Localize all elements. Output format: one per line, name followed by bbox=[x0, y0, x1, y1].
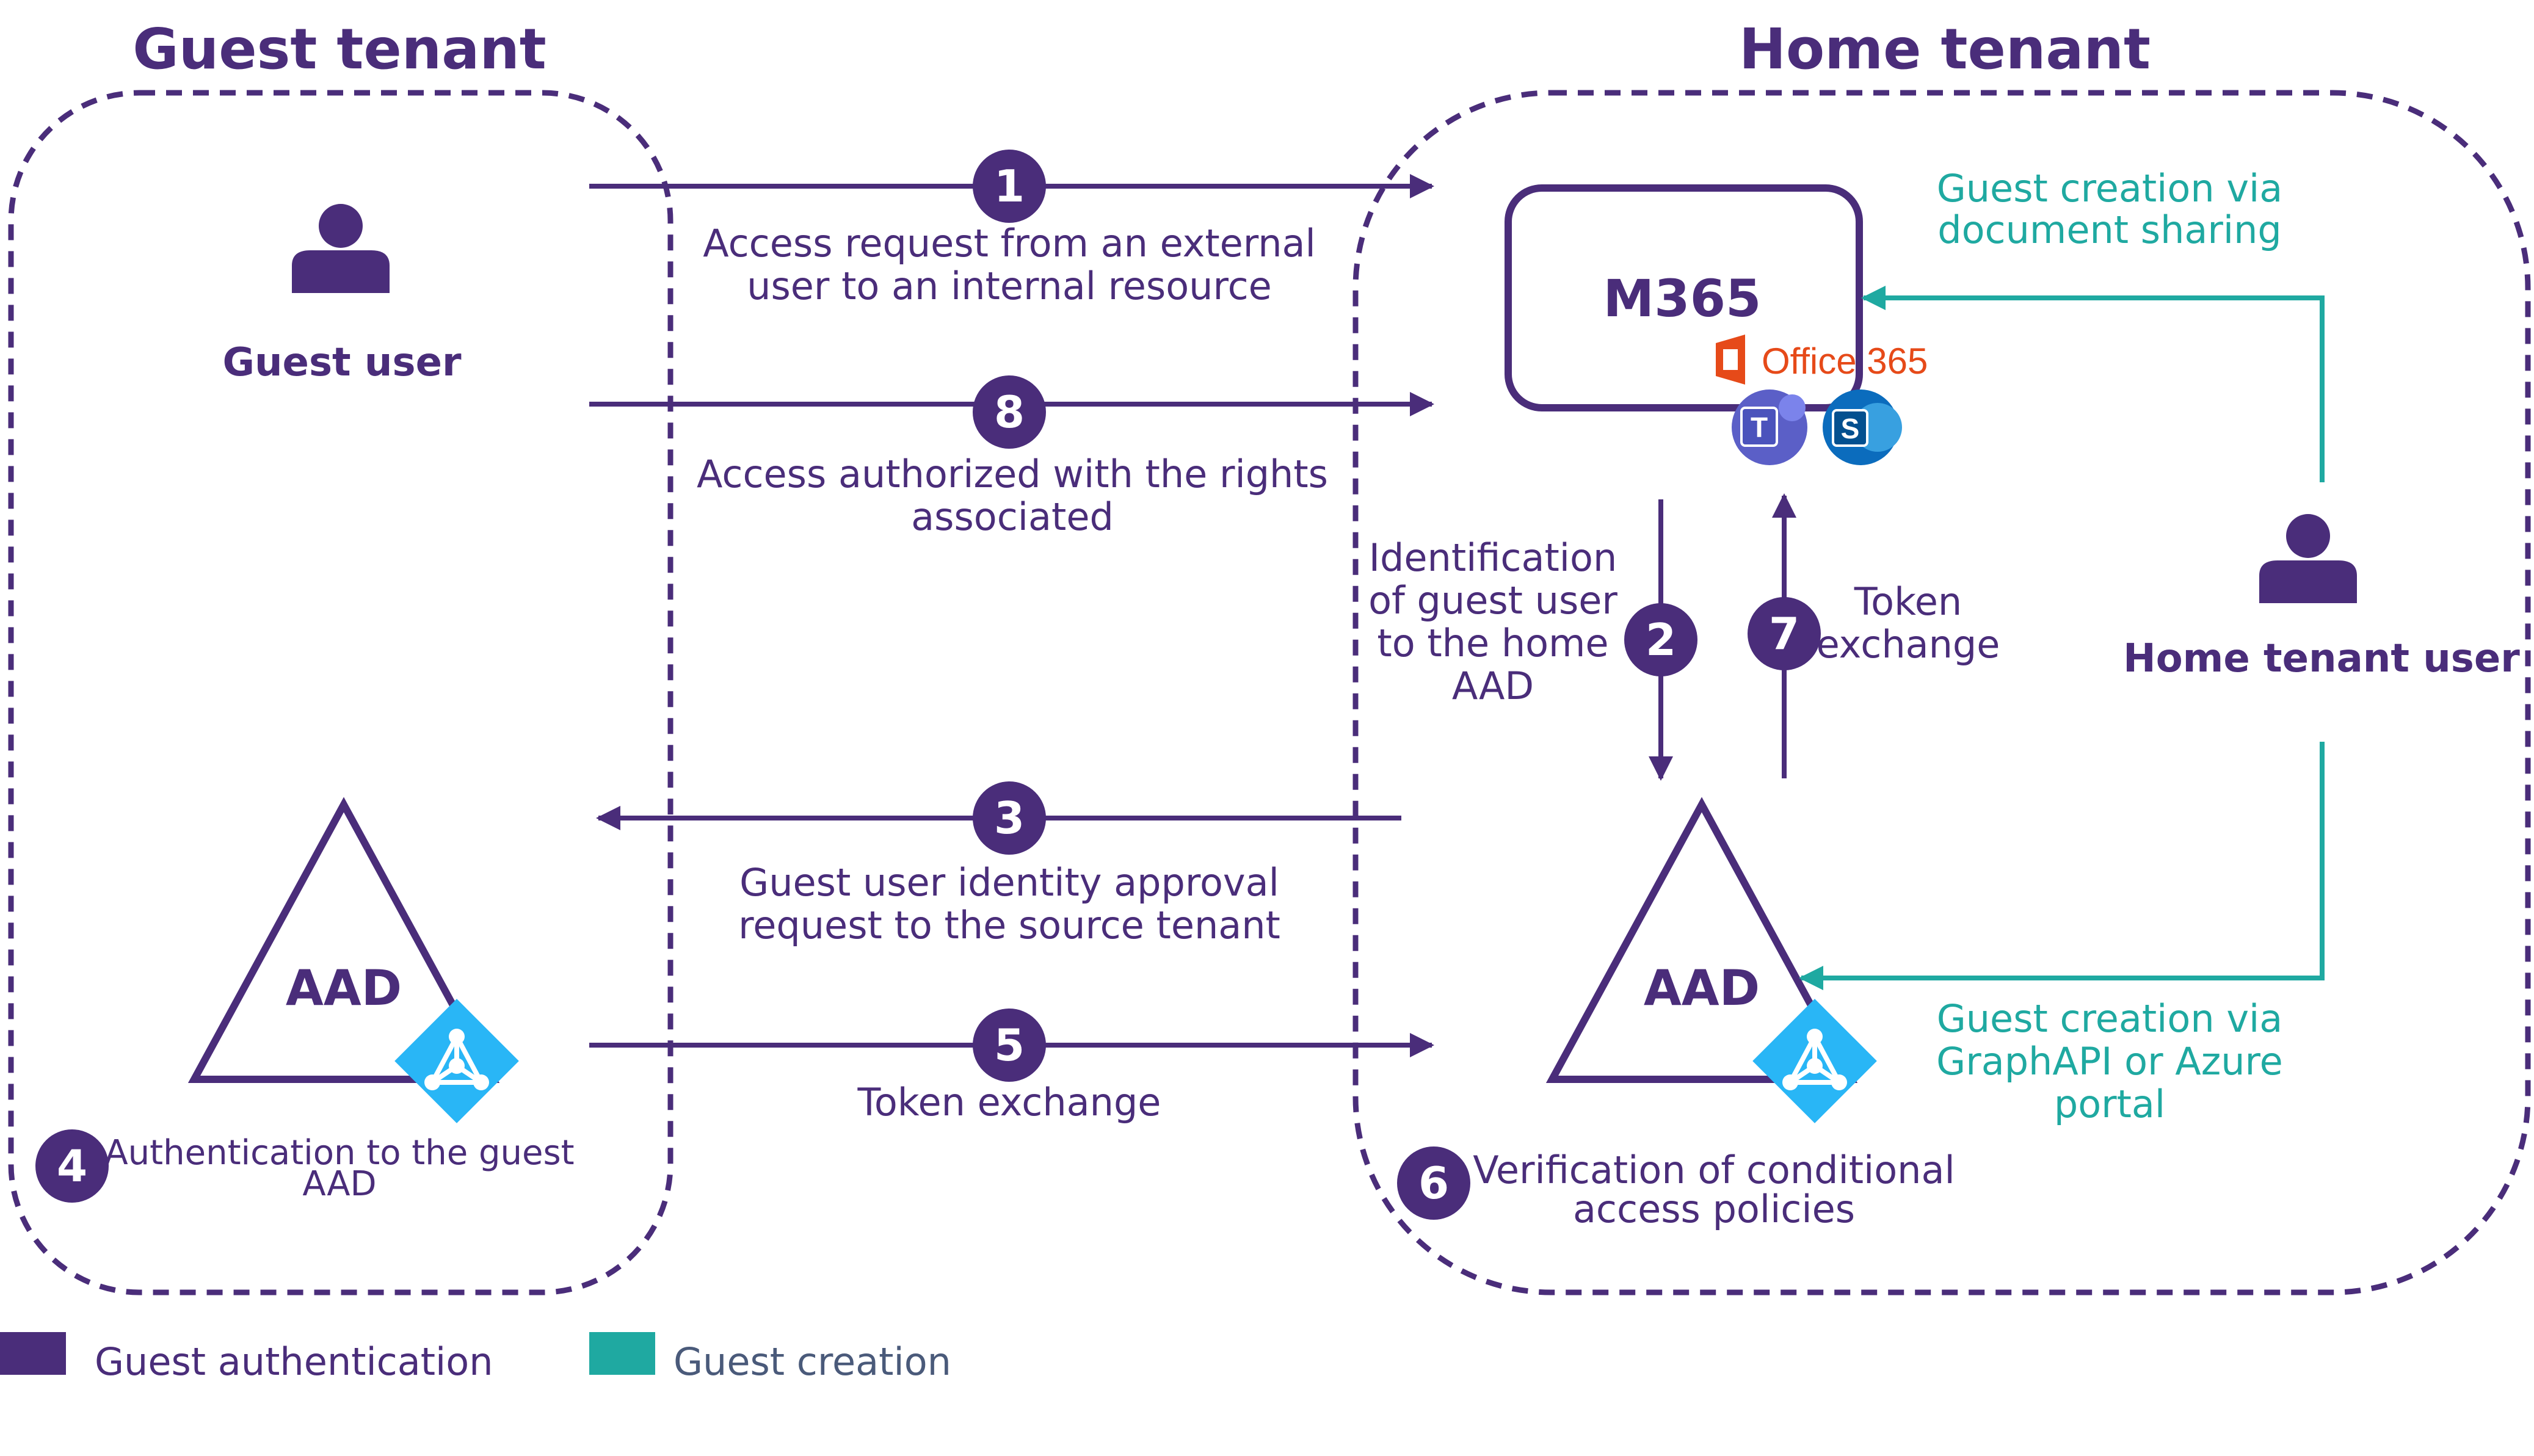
m365-box bbox=[1505, 184, 1863, 411]
svg-text:AAD: AAD bbox=[1452, 664, 1534, 708]
svg-text:Identification: Identification bbox=[1369, 535, 1617, 580]
svg-text:request to the source tenant: request to the source tenant bbox=[738, 903, 1280, 947]
svg-text:1: 1 bbox=[994, 161, 1025, 212]
step-1-description: Access request from an external user to … bbox=[703, 221, 1315, 308]
home-aad-label: AAD bbox=[1644, 960, 1760, 1016]
teams-icon: T bbox=[1732, 389, 1807, 465]
svg-text:portal: portal bbox=[2054, 1082, 2165, 1126]
arrow-guest-creation-graphapi bbox=[1799, 742, 2325, 990]
guest-creation-graphapi-label: Guest creation via GraphAPI or Azure por… bbox=[1936, 996, 2283, 1126]
svg-text:8: 8 bbox=[994, 386, 1025, 438]
step-badge-2: 2 bbox=[1624, 603, 1697, 676]
office-logo-icon bbox=[1716, 335, 1745, 385]
svg-text:Guest creation via: Guest creation via bbox=[1937, 996, 2283, 1041]
svg-text:associated: associated bbox=[911, 494, 1114, 539]
step-badge-4: 4 bbox=[35, 1129, 109, 1203]
svg-text:Verification of conditional: Verification of conditional bbox=[1473, 1148, 1955, 1192]
svg-text:exchange: exchange bbox=[1817, 622, 2000, 667]
home-aad-triangle bbox=[1545, 797, 1858, 1083]
legend-swatch-guest-authentication bbox=[0, 1332, 66, 1375]
step-badge-7: 7 bbox=[1748, 597, 1821, 670]
svg-text:4: 4 bbox=[57, 1140, 87, 1192]
svg-text:T: T bbox=[1751, 411, 1768, 443]
step-7-description: Token exchange bbox=[1817, 579, 2000, 667]
svg-text:Guest user identity approval: Guest user identity approval bbox=[739, 860, 1279, 905]
step-badge-1: 1 bbox=[973, 150, 1046, 223]
step-5-description: Token exchange bbox=[857, 1080, 1161, 1125]
sharepoint-icon: S bbox=[1823, 389, 1902, 465]
guest-aad-label: AAD bbox=[286, 960, 402, 1016]
svg-text:6: 6 bbox=[1418, 1157, 1449, 1209]
svg-text:Access request from an externa: Access request from an external bbox=[703, 221, 1315, 266]
step-badge-3: 3 bbox=[973, 781, 1046, 855]
home-tenant-title: Home tenant bbox=[1739, 16, 2151, 82]
guest-tenant-boundary bbox=[8, 90, 673, 1295]
guest-creation-document-label: Guest creation via document sharing bbox=[1937, 166, 2283, 252]
svg-text:document sharing: document sharing bbox=[1937, 208, 2281, 252]
home-tenant-user-label: Home tenant user bbox=[2123, 636, 2520, 681]
step-badge-8: 8 bbox=[973, 375, 1046, 449]
step-8-description: Access authorized with the rights associ… bbox=[697, 452, 1328, 539]
step-6-description: Verification of conditional access polic… bbox=[1473, 1148, 1955, 1231]
svg-text:Authentication to the guest: Authentication to the guest bbox=[104, 1133, 574, 1173]
home-tenant-user-person-icon bbox=[2259, 514, 2357, 603]
guest-aad-triangle bbox=[187, 797, 500, 1083]
svg-text:access policies: access policies bbox=[1573, 1187, 1855, 1231]
legend-label-guest-authentication: Guest authentication bbox=[95, 1339, 493, 1384]
svg-text:2: 2 bbox=[1646, 614, 1676, 665]
step-3-description: Guest user identity approval request to … bbox=[738, 860, 1280, 947]
step-2-description: Identification of guest user to the home… bbox=[1368, 535, 1617, 708]
svg-text:Guest creation via: Guest creation via bbox=[1937, 166, 2283, 211]
office365-label: Office 365 bbox=[1762, 341, 1928, 382]
svg-text:GraphAPI or Azure: GraphAPI or Azure bbox=[1936, 1039, 2283, 1084]
m365-label: M365 bbox=[1603, 269, 1762, 328]
svg-text:AAD: AAD bbox=[302, 1164, 376, 1204]
step-badge-5: 5 bbox=[973, 1009, 1046, 1082]
svg-text:Access authorized with the rig: Access authorized with the rights bbox=[697, 452, 1328, 496]
svg-text:Token: Token bbox=[1854, 579, 1962, 624]
svg-text:to the home: to the home bbox=[1377, 621, 1608, 665]
svg-text:Token exchange: Token exchange bbox=[857, 1080, 1161, 1125]
svg-text:5: 5 bbox=[994, 1020, 1025, 1071]
guest-tenant-title: Guest tenant bbox=[133, 16, 546, 82]
svg-text:of guest user: of guest user bbox=[1368, 578, 1617, 623]
svg-text:S: S bbox=[1841, 413, 1860, 444]
guest-user-label: Guest user bbox=[222, 340, 462, 385]
legend-label-guest-creation: Guest creation bbox=[673, 1339, 951, 1384]
step-4-description: Authentication to the guest AAD bbox=[104, 1133, 574, 1204]
guest-user-person-icon bbox=[292, 204, 390, 293]
legend-swatch-guest-creation bbox=[589, 1332, 655, 1375]
svg-text:7: 7 bbox=[1769, 608, 1799, 659]
step-badge-6: 6 bbox=[1397, 1146, 1470, 1220]
arrow-guest-creation-document bbox=[1861, 286, 2325, 482]
svg-text:user to an internal resource: user to an internal resource bbox=[747, 264, 1272, 308]
svg-text:3: 3 bbox=[994, 792, 1025, 844]
home-tenant-boundary bbox=[1352, 90, 2531, 1295]
